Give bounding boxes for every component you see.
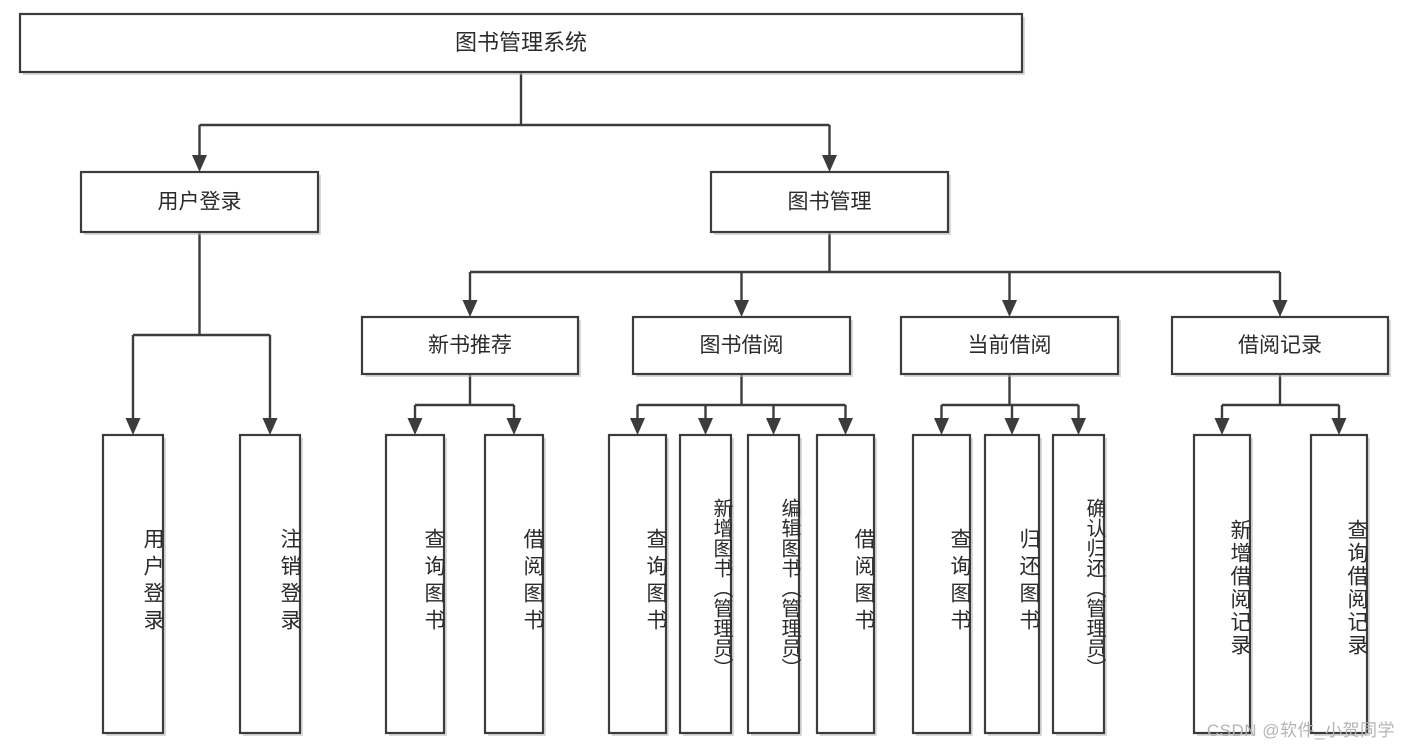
node-box-borrow-records[interactable] <box>1170 315 1390 376</box>
connector-arrowhead <box>630 418 645 435</box>
node-box-root[interactable] <box>18 12 1024 74</box>
connector-arrowhead <box>934 418 949 435</box>
connector-arrowhead <box>192 155 207 172</box>
node-label-current-borrow: 当前借阅 <box>968 334 1052 357</box>
node-box-leaf-query-book-current[interactable] <box>911 433 972 735</box>
node-boxes <box>18 12 1391 736</box>
connector-arrowhead <box>262 418 278 435</box>
node-box-leaf-query-book-recommend[interactable] <box>384 433 446 735</box>
node-box-leaf-add-borrow-record[interactable] <box>1192 433 1252 735</box>
node-label-root: 图书管理系统 <box>455 30 587 55</box>
watermark-text: CSDN @软件_小贺同学 <box>1206 721 1395 740</box>
node-box-new-book-recommend[interactable] <box>360 315 580 376</box>
connector-arrowhead <box>1272 300 1288 317</box>
connector-arrowhead <box>698 418 713 435</box>
node-label-book-borrow: 图书借阅 <box>700 334 784 357</box>
connector-arrowhead <box>462 300 478 317</box>
connector-lines <box>125 72 1347 435</box>
node-box-leaf-borrow-book-recommend[interactable] <box>483 433 545 735</box>
connector-arrowhead <box>838 418 853 435</box>
node-box-leaf-edit-book[interactable] <box>746 433 801 735</box>
node-box-leaf-confirm-return[interactable] <box>1051 433 1106 735</box>
connector-arrowhead <box>734 300 749 317</box>
node-label-book-manage: 图书管理 <box>788 191 872 214</box>
node-label-borrow-records: 借阅记录 <box>1238 334 1322 357</box>
node-box-leaf-user-login[interactable] <box>101 433 165 735</box>
node-box-user-login[interactable] <box>79 170 320 234</box>
node-box-leaf-borrow-book[interactable] <box>815 433 876 735</box>
node-label-new-book-recommend: 新书推荐 <box>428 334 512 357</box>
connector-arrowhead <box>822 155 837 172</box>
connector-arrowhead <box>407 418 423 435</box>
connector-arrowhead <box>125 418 141 435</box>
connector-arrowhead <box>1002 300 1017 317</box>
node-box-leaf-query-book-borrow[interactable] <box>607 433 668 735</box>
node-box-book-borrow[interactable] <box>631 315 852 376</box>
node-box-book-manage[interactable] <box>709 170 950 234</box>
connector-arrowhead <box>1331 418 1347 435</box>
connector-arrowhead <box>766 418 781 435</box>
node-box-current-borrow[interactable] <box>899 315 1120 376</box>
connector-arrowhead <box>506 418 522 435</box>
node-box-leaf-add-book[interactable] <box>678 433 733 735</box>
connector-arrowhead <box>1071 418 1086 435</box>
node-label-user-login: 用户登录 <box>158 191 242 214</box>
connector-arrowhead <box>1214 418 1230 435</box>
node-box-leaf-logout[interactable] <box>238 433 302 735</box>
connector-arrowhead <box>1004 418 1020 435</box>
node-box-leaf-return-book[interactable] <box>983 433 1041 735</box>
node-box-leaf-query-borrow-record[interactable] <box>1309 433 1369 735</box>
